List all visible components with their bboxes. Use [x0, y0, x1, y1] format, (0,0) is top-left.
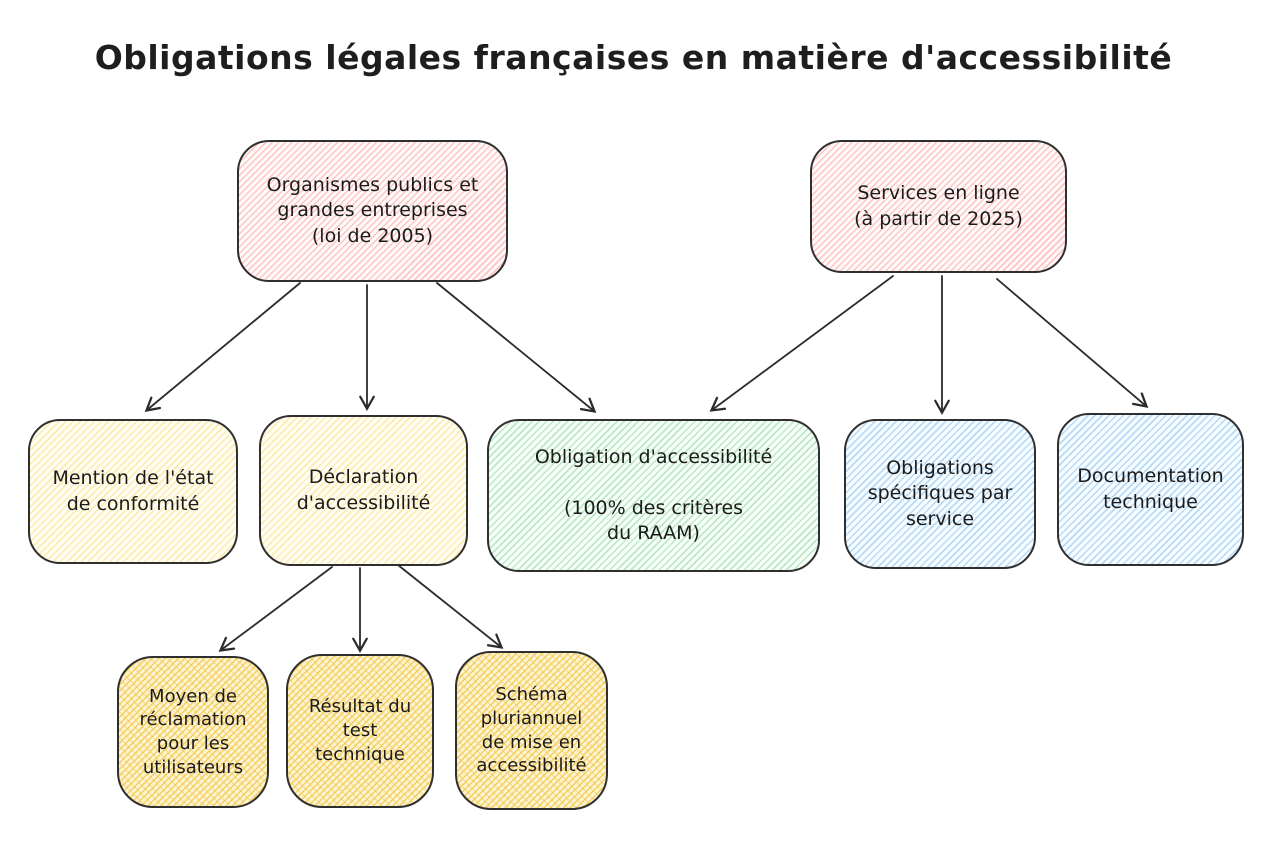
- node-obligation-accessibilite-label: Obligation d'accessibilité (100% des cri…: [534, 446, 773, 544]
- arrow-organismes-to-obligation: [436, 282, 597, 413]
- node-resultat-test-technique-label: Résultat du test technique: [308, 696, 412, 765]
- diagram-title: Obligations légales françaises en matièr…: [94, 38, 1173, 77]
- node-resultat-test-technique: Résultat du test technique: [286, 654, 434, 808]
- arrow-services-to-documentation: [996, 278, 1149, 408]
- node-organismes-publics-label: Organismes publics et grandes entreprise…: [266, 174, 479, 247]
- node-moyen-reclamation-label: Moyen de réclamation pour les utilisateu…: [139, 685, 247, 778]
- node-obligation-accessibilite: Obligation d'accessibilité (100% des cri…: [487, 419, 820, 572]
- arrow-declaration-to-moyen: [218, 566, 333, 652]
- node-mention-etat-conformite-label: Mention de l'état de conformité: [52, 467, 214, 515]
- arrow-declaration-to-schema: [397, 564, 504, 649]
- node-declaration-accessibilite: Déclaration d'accessibilité: [259, 415, 468, 566]
- node-obligations-specifiques-label: Obligations spécifiques par service: [867, 457, 1013, 530]
- node-schema-pluriannuel: Schéma pluriannuel de mise en accessibil…: [455, 651, 608, 810]
- node-declaration-accessibilite-label: Déclaration d'accessibilité: [296, 466, 431, 514]
- node-documentation-technique: Documentation technique: [1057, 413, 1244, 566]
- node-organismes-publics: Organismes publics et grandes entreprise…: [237, 140, 508, 282]
- node-mention-etat-conformite: Mention de l'état de conformité: [28, 419, 238, 564]
- node-schema-pluriannuel-label: Schéma pluriannuel de mise en accessibil…: [476, 684, 587, 777]
- node-documentation-technique-label: Documentation technique: [1077, 465, 1224, 513]
- arrow-organismes-to-mention: [144, 282, 301, 412]
- arrow-services-to-obligation: [709, 275, 894, 412]
- node-services-en-ligne-label: Services en ligne (à partir de 2025): [854, 182, 1023, 230]
- node-services-en-ligne: Services en ligne (à partir de 2025): [810, 140, 1067, 273]
- node-moyen-reclamation: Moyen de réclamation pour les utilisateu…: [117, 656, 269, 808]
- node-obligations-specifiques: Obligations spécifiques par service: [844, 419, 1036, 569]
